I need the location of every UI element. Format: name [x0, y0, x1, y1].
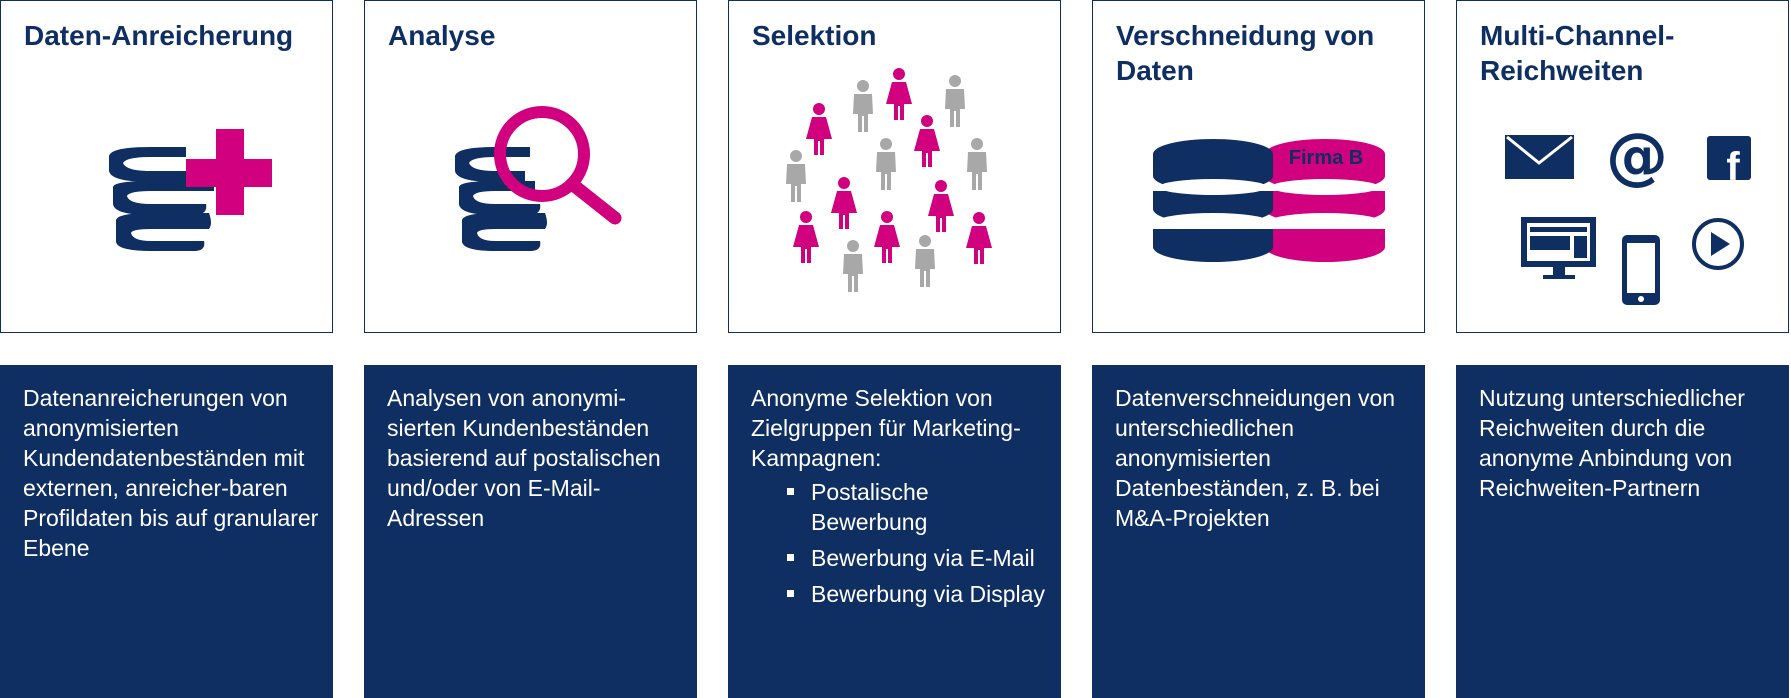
- facebook-icon: f: [1707, 136, 1751, 189]
- smartphone-icon: [1622, 235, 1660, 305]
- svg-text:f: f: [1726, 145, 1740, 189]
- card-top: Daten-Anreicherung: [0, 0, 333, 333]
- database-plus-icon: [109, 129, 272, 251]
- db-label-firma-a: Firma A: [1176, 147, 1250, 169]
- monitor-icon: [1521, 217, 1596, 279]
- envelope-icon: [1505, 135, 1574, 179]
- card-bottom: Analysen von anonymi-sierten Kundenbestä…: [364, 365, 697, 698]
- bullet-item: Bewerbung via E-Mail: [787, 543, 1051, 573]
- card-description: Anonyme Selektion von Zielgruppen für Ma…: [751, 383, 1051, 615]
- database-magnifier-icon: [455, 106, 622, 251]
- bullet-item: Postalische Bewerbung: [787, 477, 1051, 537]
- channel-icons: @ f: [1505, 119, 1751, 305]
- card-top: Multi-Channel-Reichweiten @ f: [1456, 0, 1789, 333]
- card-description: Nutzung unterschiedlicher Reichweiten du…: [1479, 385, 1745, 501]
- card-bottom: Datenverschneidungen von unterschiedlich…: [1092, 365, 1425, 698]
- card-description: Datenverschneidungen von unterschiedlich…: [1115, 385, 1396, 531]
- bullet-item: Bewerbung via Display: [787, 579, 1051, 609]
- card-bottom: Nutzung unterschiedlicher Reichweiten du…: [1456, 365, 1789, 698]
- card-bottom: Anonyme Selektion von Zielgruppen für Ma…: [728, 365, 1061, 698]
- at-sign-icon: @: [1606, 119, 1668, 192]
- card-description: Datenanreicherungen von anonymisierten K…: [23, 385, 319, 561]
- db-label-firma-b: Firma B: [1289, 147, 1363, 169]
- card-top: Analyse: [364, 0, 697, 333]
- card-top: Selektion: [728, 0, 1061, 333]
- card-description: Analysen von anonymi-sierten Kundenbestä…: [387, 385, 661, 531]
- people-group-icon: [786, 68, 992, 292]
- selektion-intro: Anonyme Selektion von Zielgruppen für Ma…: [751, 385, 1021, 471]
- card-title: Verschneidung von Daten: [1116, 20, 1375, 86]
- card-title: Multi-Channel-Reichweiten: [1480, 20, 1675, 86]
- card-title: Daten-Anreicherung: [24, 20, 294, 51]
- card-title: Selektion: [752, 20, 877, 51]
- play-icon: [1692, 218, 1744, 270]
- two-databases-icon: Firma A Firma B: [1153, 139, 1385, 262]
- card-title: Analyse: [388, 20, 496, 51]
- card-top: Verschneidung von Daten: [1092, 0, 1425, 333]
- card-bottom: Datenanreicherungen von anonymisierten K…: [0, 365, 333, 698]
- bullet-list: Postalische Bewerbung Bewerbung via E-Ma…: [751, 477, 1051, 609]
